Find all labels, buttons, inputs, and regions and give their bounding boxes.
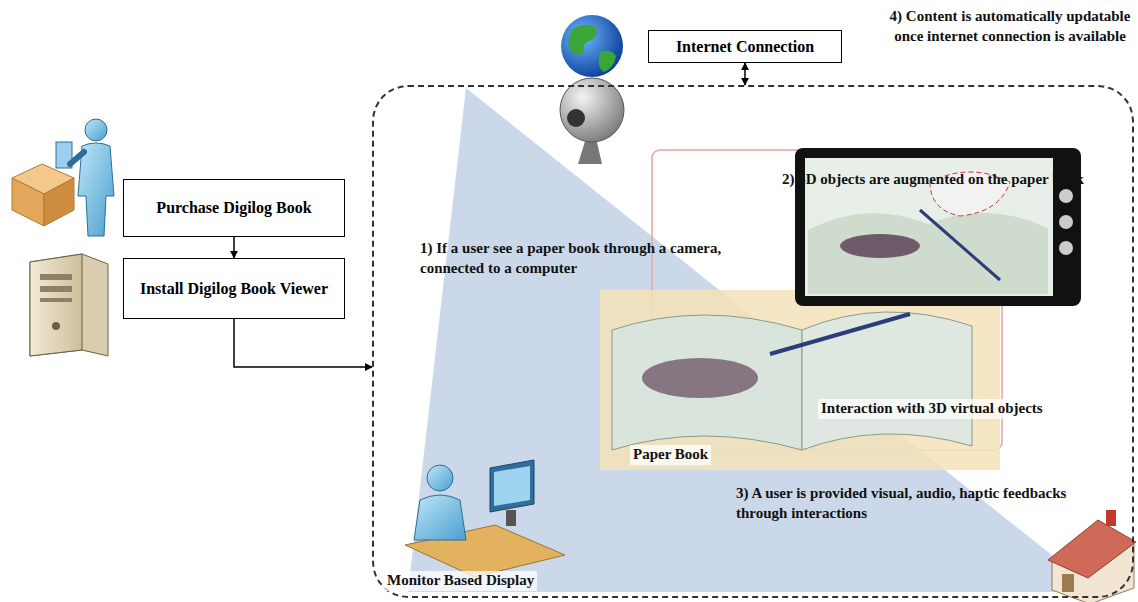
note-text: 4) Content is automatically updatable on… [888, 6, 1132, 47]
illustration-label: Paper Book [630, 445, 711, 465]
house-icon [1048, 510, 1136, 602]
step-text: 2) 3D objects are augmented on the paper… [782, 170, 1112, 190]
arrow-connector [234, 319, 372, 367]
internet-box: Internet Connection [648, 30, 842, 63]
computer-tower [30, 254, 108, 356]
arrow-connector [744, 63, 746, 85]
step-text: 1) If a user see a paper book through a … [420, 239, 730, 278]
process-box: Install Digilog Book Viewer [123, 258, 345, 319]
globe-icon [561, 15, 623, 77]
arrow-connector [233, 237, 235, 258]
dashed-region: 1) If a user see a paper book through a … [372, 85, 1134, 598]
step-text: 3) A user is provided visual, audio, hap… [736, 484, 1116, 523]
buyer-icon [12, 119, 114, 236]
camera-icon [560, 78, 624, 164]
illustration-label: Interaction with 3D virtual objects [818, 399, 1046, 419]
box-label: Internet Connection [676, 38, 814, 56]
box-label: Install Digilog Book Viewer [140, 280, 328, 298]
illustration-label: Monitor Based Display [384, 571, 537, 591]
monitor-user-icon [405, 460, 565, 577]
process-box: Purchase Digilog Book [123, 179, 345, 237]
box-label: Purchase Digilog Book [156, 199, 311, 217]
